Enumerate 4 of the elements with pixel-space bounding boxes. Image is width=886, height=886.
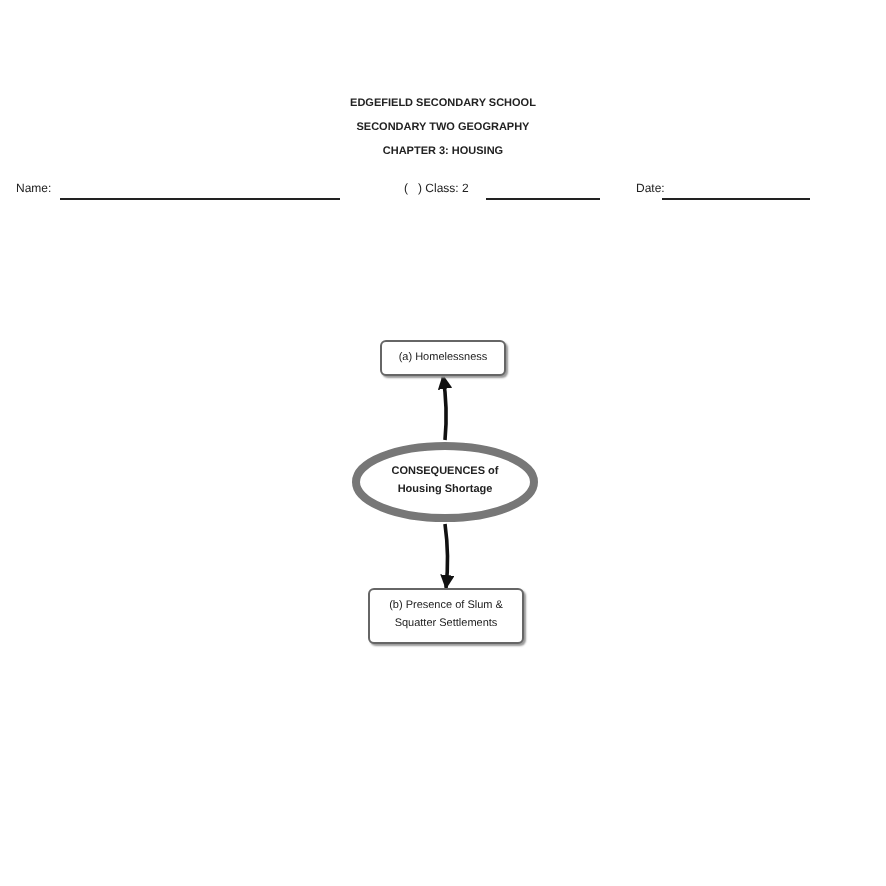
arrow [437,374,452,441]
arrow [440,523,455,590]
text-box [368,588,524,644]
text-box [380,340,506,376]
